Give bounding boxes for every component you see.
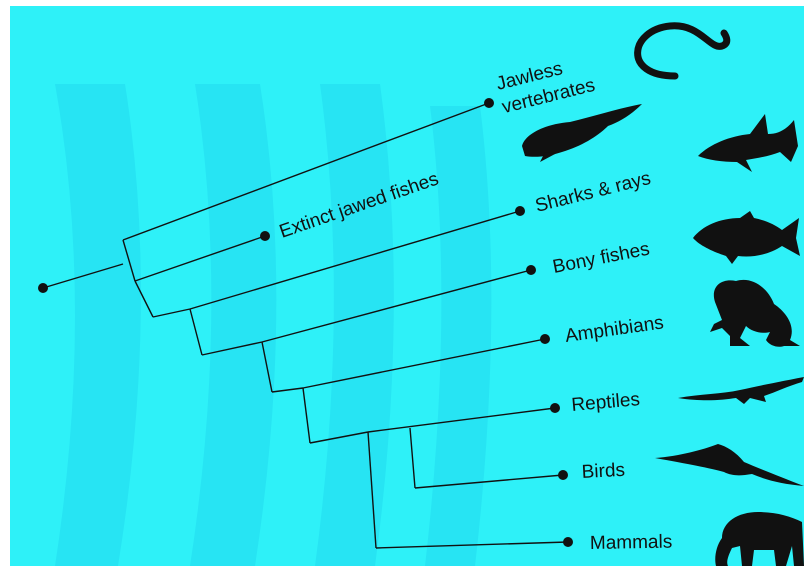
tip-node-bony bbox=[526, 265, 536, 275]
tip-node-mammals bbox=[563, 537, 573, 547]
label-mammals-line-1: Mammals bbox=[590, 532, 673, 554]
vertebrate-cladogram: Jawless vertebrates Extinct jawed fishes… bbox=[10, 6, 804, 566]
root-node bbox=[38, 283, 48, 293]
phylogenetic-tree-panel: Jawless vertebrates Extinct jawed fishes… bbox=[10, 6, 804, 566]
tip-node-amphibians bbox=[540, 334, 550, 344]
tip-node-sharks bbox=[515, 206, 525, 216]
label-birds: Birds bbox=[581, 460, 625, 483]
tip-node-extinct bbox=[260, 231, 270, 241]
label-birds-line-1: Birds bbox=[581, 460, 625, 483]
tip-node-jawless bbox=[484, 98, 494, 108]
label-mammals: Mammals bbox=[590, 532, 673, 554]
tip-node-birds bbox=[558, 470, 568, 480]
tip-node-reptiles bbox=[550, 403, 560, 413]
